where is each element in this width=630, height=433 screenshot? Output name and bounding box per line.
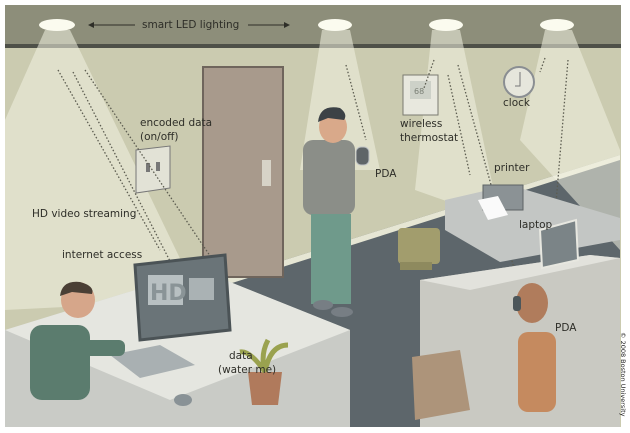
chair bbox=[398, 228, 440, 264]
mouse bbox=[174, 394, 192, 406]
led-light-4 bbox=[540, 19, 574, 31]
counter-top bbox=[420, 255, 620, 290]
switch-toggle-icon bbox=[156, 162, 160, 171]
plant-data-sublabel: (water me) bbox=[218, 364, 276, 376]
ceiling-edge bbox=[5, 44, 621, 48]
laptop-label: laptop bbox=[519, 219, 553, 231]
desk-worker bbox=[30, 281, 125, 400]
plant bbox=[239, 338, 289, 405]
box bbox=[412, 350, 470, 420]
clock-hands-icon bbox=[515, 72, 521, 87]
chair-seat bbox=[400, 262, 432, 270]
arrow-right-head-icon bbox=[284, 22, 290, 28]
thermostat-reading: 68 bbox=[414, 87, 424, 96]
monitor-panel bbox=[189, 278, 214, 300]
thermostat-sublabel: thermostat bbox=[400, 132, 458, 144]
clock-label: clock bbox=[503, 97, 531, 109]
pda-device-icon bbox=[513, 296, 521, 311]
light-data-paths bbox=[57, 57, 569, 346]
plant-data-label: data bbox=[229, 350, 253, 362]
printer-paper bbox=[478, 196, 508, 220]
light-switch bbox=[135, 145, 171, 194]
standing-person bbox=[303, 107, 370, 317]
encoded-data-sublabel: (on/off) bbox=[140, 131, 178, 143]
keyboard bbox=[110, 345, 195, 378]
copyright: © 2008 Boston University bbox=[619, 332, 627, 417]
seated-person bbox=[513, 283, 556, 412]
light-beams bbox=[5, 30, 620, 310]
printer-label: printer bbox=[494, 162, 530, 174]
thermostat-display bbox=[410, 81, 431, 99]
led-light-3 bbox=[429, 19, 463, 31]
pda-device-icon bbox=[355, 146, 370, 166]
led-light-2 bbox=[318, 19, 352, 31]
pda-label: PDA bbox=[375, 168, 397, 180]
lighting-label: smart LED lighting bbox=[142, 19, 239, 31]
switch-toggle-icon bbox=[146, 163, 150, 172]
arrow-left-head-icon bbox=[88, 22, 94, 28]
monitor-hd-text: HD bbox=[150, 281, 187, 306]
hd-video-label: HD video streaming bbox=[32, 208, 136, 220]
thermostat-label: wireless bbox=[400, 118, 442, 130]
laptop bbox=[538, 218, 580, 270]
pda-seated-label: PDA bbox=[555, 322, 577, 334]
clock bbox=[503, 66, 535, 98]
monitor-video bbox=[148, 275, 183, 305]
door-handle bbox=[262, 160, 271, 186]
internet-access-label: internet access bbox=[62, 249, 142, 261]
led-light-1 bbox=[39, 19, 75, 31]
encoded-data-label: encoded data bbox=[140, 117, 212, 129]
